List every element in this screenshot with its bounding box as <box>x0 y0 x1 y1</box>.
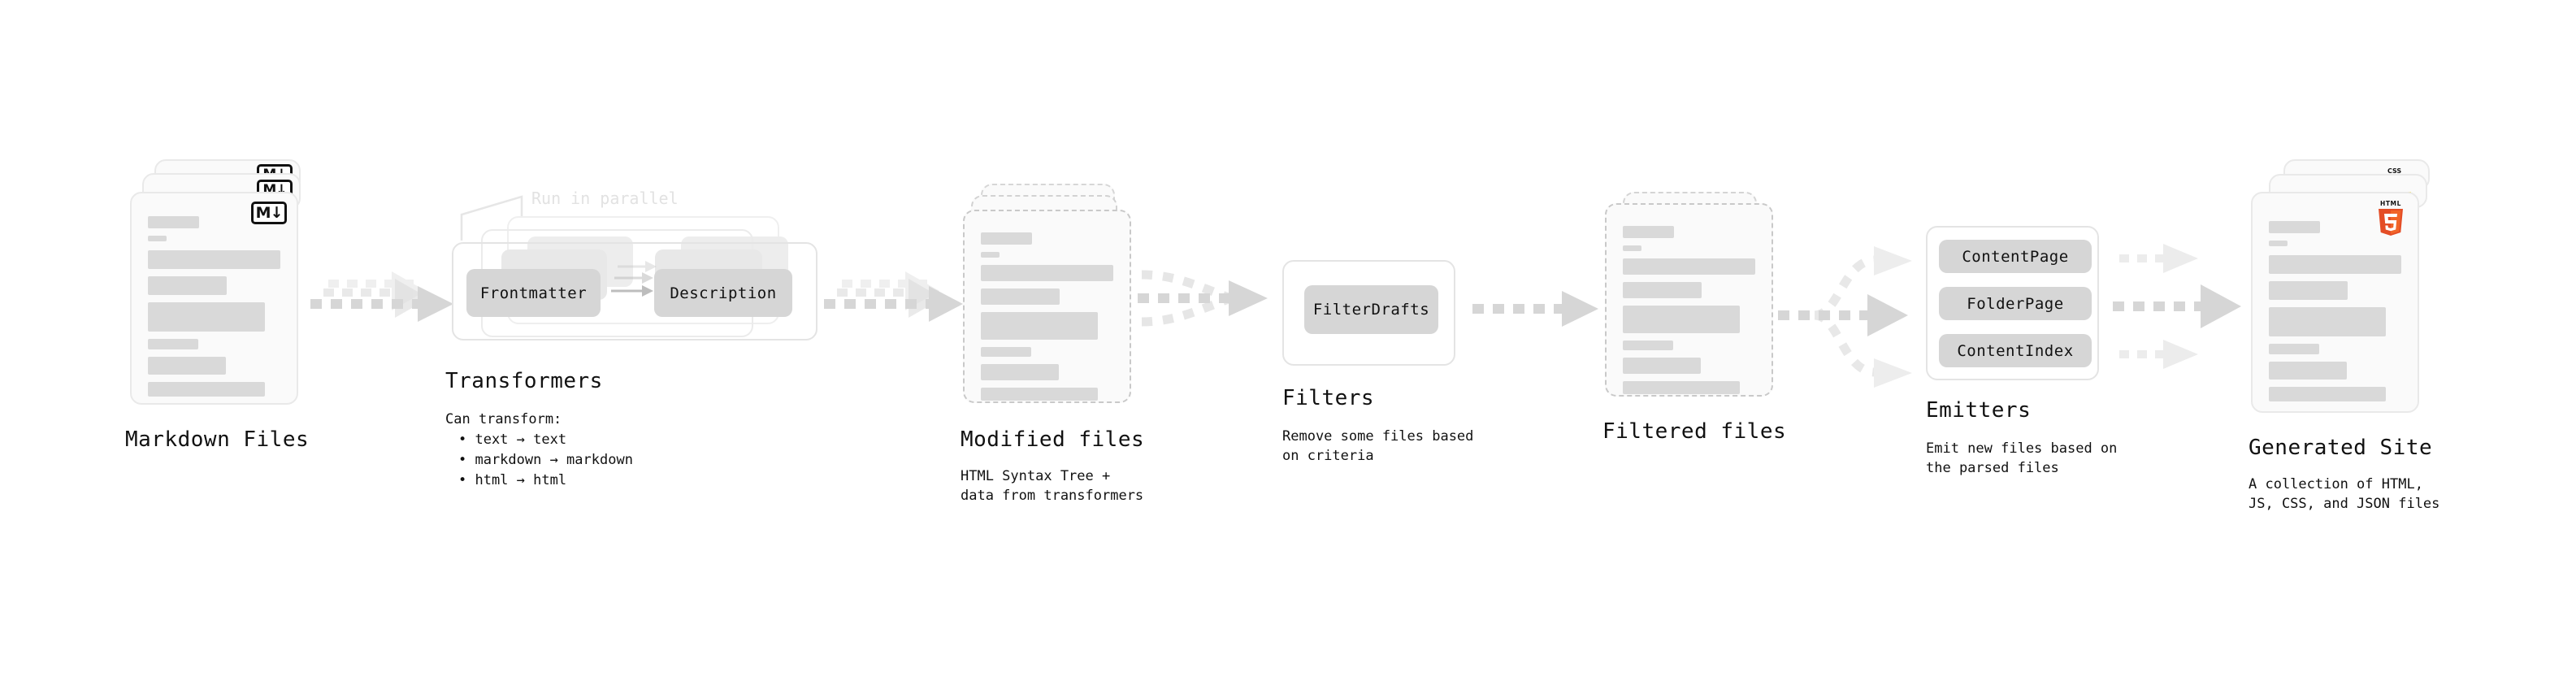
filters-container: FilterDrafts <box>1282 260 1455 366</box>
doc-line <box>1623 258 1755 275</box>
doc-line <box>981 312 1098 340</box>
doc-line <box>1623 340 1673 350</box>
doc-line <box>148 302 265 332</box>
modified-files-group: Modified files HTML Syntax Tree + data f… <box>961 184 1144 504</box>
doc-line <box>148 382 265 397</box>
run-in-parallel-label: Run in parallel <box>531 189 679 208</box>
doc-line <box>2269 387 2386 401</box>
arrow-filters-to-filtered <box>1472 291 1598 327</box>
transformers-detail-item: • markdown → markdown <box>458 452 633 468</box>
doc-line <box>148 216 199 228</box>
filtered-files-caption: Filtered files <box>1602 419 1787 444</box>
transformer-pill-frontmatter[interactable]: Frontmatter <box>466 269 601 317</box>
doc-line <box>1623 381 1740 394</box>
transformers-detail-item: • html → html <box>458 472 567 488</box>
emitters-container: ContentPage FolderPage ContentIndex <box>1926 226 2099 380</box>
transformers-detail-item: • text → text <box>458 432 567 448</box>
html5-icon: HTML <box>2375 198 2406 236</box>
arrow-transformers-to-modified <box>824 271 963 322</box>
emitter-pill-folderpage[interactable]: FolderPage <box>1939 287 2092 320</box>
doc-line <box>981 388 1098 401</box>
arrow-markdown-to-transformers <box>310 271 453 322</box>
markdown-files-group: M↓ M↓ M↓ Markdown Fi <box>125 159 309 452</box>
emitter-pill-contentindex[interactable]: ContentIndex <box>1939 334 2092 367</box>
arrow-filtered-to-emitters <box>1778 246 1912 388</box>
doc-line <box>1623 226 1674 238</box>
doc-line <box>981 347 1031 357</box>
doc-line <box>2269 344 2319 354</box>
modified-file-stack <box>963 184 1138 427</box>
generated-site-stack: CSS HTML <box>2251 159 2438 419</box>
emitters-caption: Emitters <box>1926 398 2032 423</box>
markdown-files-caption: Markdown Files <box>125 427 310 452</box>
transformers-caption: Transformers <box>445 369 603 393</box>
doc-line <box>1623 358 1701 374</box>
modified-card-front <box>963 210 1131 403</box>
doc-line <box>981 364 1059 380</box>
transformer-container-front: Frontmatter Description <box>452 242 817 340</box>
doc-line <box>2269 241 2288 246</box>
site-card-html: HTML <box>2251 192 2419 413</box>
doc-line <box>2269 255 2401 274</box>
transformer-inner-arrows <box>611 261 657 297</box>
doc-line <box>1623 245 1641 251</box>
generated-site-group: CSS HTML <box>2249 159 2439 512</box>
doc-line <box>2269 307 2386 336</box>
generated-site-caption: Generated Site <box>2249 436 2433 460</box>
run-in-parallel-pointer <box>460 195 523 241</box>
filtered-files-group: Filtered files <box>1602 192 1786 444</box>
filter-pill-filterdrafts[interactable]: FilterDrafts <box>1304 285 1438 334</box>
doc-line <box>981 252 1000 258</box>
emitters-detail: the parsed files <box>1926 460 2059 476</box>
filters-detail: on criteria <box>1282 448 1374 464</box>
doc-line <box>148 357 226 375</box>
emitter-pill-contentpage[interactable]: ContentPage <box>1939 240 2092 273</box>
doc-line <box>2269 221 2320 233</box>
filtered-file-stack <box>1605 192 1780 427</box>
markdown-icon: M↓ <box>251 202 287 224</box>
filters-caption: Filters <box>1282 386 1375 410</box>
doc-line <box>148 276 227 295</box>
generated-site-detail: A collection of HTML, <box>2249 476 2423 492</box>
doc-line <box>148 339 198 349</box>
doc-line <box>2269 281 2348 300</box>
doc-line <box>2269 362 2347 380</box>
markdown-card-front: M↓ <box>130 192 298 405</box>
generated-site-detail: JS, CSS, and JSON files <box>2249 496 2440 512</box>
svg-text:HTML: HTML <box>2380 200 2401 207</box>
doc-line <box>981 288 1060 305</box>
filtered-card-front <box>1605 203 1773 397</box>
filters-detail: Remove some files based <box>1282 428 1474 445</box>
doc-line <box>148 236 167 241</box>
transformer-pill-description[interactable]: Description <box>654 269 792 317</box>
doc-line <box>981 265 1113 281</box>
arrow-emitters-to-site <box>2113 244 2241 369</box>
doc-line <box>1623 306 1740 333</box>
doc-line <box>148 250 280 269</box>
doc-line <box>981 232 1032 245</box>
modified-files-caption: Modified files <box>961 427 1145 452</box>
modified-files-detail: data from transformers <box>961 488 1144 504</box>
emitters-detail: Emit new files based on <box>1926 440 2118 457</box>
arrow-modified-to-filters <box>1138 270 1268 327</box>
transformers-detail-heading: Can transform: <box>445 411 562 427</box>
markdown-file-stack: M↓ M↓ M↓ <box>130 159 309 419</box>
modified-files-detail: HTML Syntax Tree + <box>961 468 1111 484</box>
doc-line <box>1623 282 1702 298</box>
